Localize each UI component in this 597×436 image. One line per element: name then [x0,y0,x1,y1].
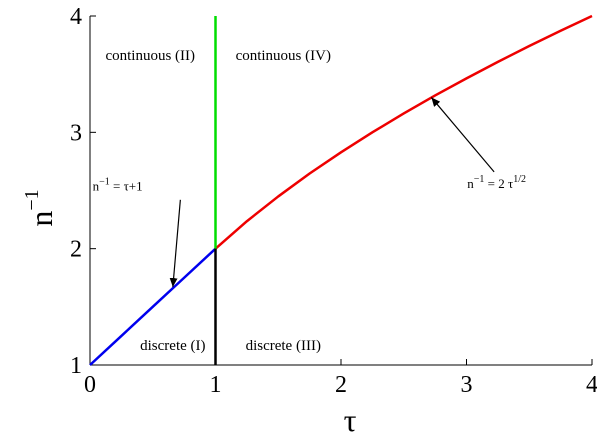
x-tick-label-3: 3 [461,372,473,398]
y-tick-label-2: 3 [70,120,82,146]
y-axis-label-base: n [23,211,59,227]
y-axis-label-superscript: −1 [21,189,43,210]
annotation-linear-rest: = τ+1 [110,179,143,194]
annotation-linear: n−1 = τ+1 [93,177,143,194]
annotation-linear-base: n [93,179,100,194]
annotation-sqrt: n−1 = 2 τ1/2 [467,174,526,191]
svg-text:n−1: n−1 [21,189,59,226]
x-tick-label-0: 0 [84,372,96,398]
y-tick-label-3: 4 [70,4,82,30]
annotation-sqrt-sup2: 1/2 [513,174,526,185]
region-label-0: continuous (II) [105,48,195,64]
x-tick-label-2: 2 [335,372,347,398]
region-label-2: discrete (I) [140,338,205,354]
y-tick-label-0: 1 [70,353,82,379]
region-label-1: continuous (IV) [236,48,331,64]
y-axis-label: n−1 [21,189,59,226]
annotation-arrow-sqrt [430,97,495,173]
labels-group: continuous (II) continuous (IV) discrete (… [93,48,526,354]
annotation-sqrt-base: n [467,176,474,191]
series-line-1 [214,14,593,250]
series-group [89,14,593,366]
x-tick-label-1: 1 [210,372,222,398]
x-tick-label-4: 4 [586,372,597,398]
annotation-linear-sup: −1 [99,177,110,188]
x-axis-label: τ [344,402,357,436]
annotation-arrow-linear [169,199,181,288]
series-line-0 [89,247,217,366]
region-label-3: discrete (III) [246,338,321,354]
y-tick-label-1: 2 [70,237,82,263]
annotation-sqrt-rest: = 2 τ [484,176,513,191]
annotation-sqrt-sup: −1 [474,174,485,185]
